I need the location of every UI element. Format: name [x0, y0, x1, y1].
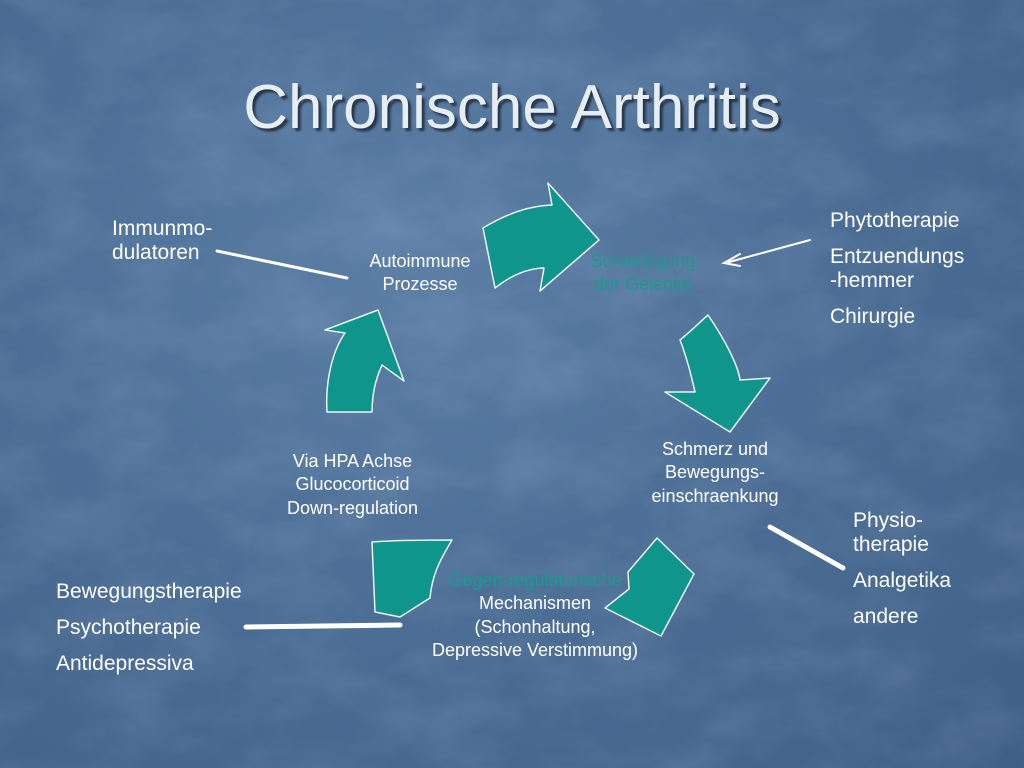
pointer-immunmodulatoren — [215, 249, 349, 280]
intervention-physiotherapie-line-2: therapie — [853, 533, 929, 557]
node-schaedigung-line-1: Schaedigung — [590, 251, 696, 271]
node-gegen-line-4: Depressive Verstimmung) — [431, 640, 639, 661]
node-autoimmune-prozesse: Autoimmune Prozesse — [335, 250, 505, 297]
node-schmerz-line-2: Bewegungs- — [664, 462, 766, 483]
cycle-arrow-to-autoimmune — [324, 309, 405, 413]
node-gegen-line-2: Mechanismen — [478, 593, 592, 614]
node-gegen-regulatorische-mechanismen: Gegen-regulatorische Mechanismen (Schonh… — [380, 569, 690, 663]
node-gegen-line-1: Gegen-regulatorische — [448, 570, 622, 590]
node-schaedigung-der-gelenke: Schaedigung der Gelenke — [558, 250, 728, 297]
intervention-list-bottom-right: Physio- therapie Analgetika andere — [853, 509, 951, 642]
node-schmerz-bewegungseinschraenkung: Schmerz und Bewegungs- einschraenkung — [620, 438, 810, 508]
node-hpa-line-1: Via HPA Achse — [292, 451, 413, 471]
node-autoimmune-line-1: Autoimmune — [369, 251, 471, 271]
node-schaedigung-line-2: der Gelenke — [593, 274, 693, 295]
intervention-list-bottom-left: Bewegungstherapie Psychotherapie Antidep… — [56, 580, 242, 688]
cycle-arrow-to-hpa — [371, 539, 453, 618]
node-hpa-achse: Via HPA Achse Glucocorticoid Down-regula… — [250, 450, 455, 520]
pointer-bewegungstherapie — [243, 622, 403, 630]
intervention-immunmodulatoren-line-1: Immunmo- — [112, 217, 213, 240]
intervention-phytotherapie: Phytotherapie — [830, 209, 960, 232]
node-hpa-line-2: Glucocorticoid — [295, 474, 410, 495]
intervention-entzuendungshemmer-line-2: -hemmer — [830, 269, 915, 293]
node-gegen-line-3: (Schonhaltung, — [474, 616, 596, 637]
intervention-entzuendungshemmer-line-1: Entzuendungs — [830, 245, 965, 269]
pointer-physiotherapie — [767, 524, 846, 571]
cycle-arrow-to-gegen — [604, 537, 695, 637]
intervention-analgetika: Analgetika — [853, 569, 952, 593]
cycle-arrows — [324, 182, 771, 637]
pointer-phytotherapie-head — [721, 253, 741, 267]
intervention-immunmodulatoren-line-2: dulatoren — [112, 241, 200, 265]
cycle-arrow-to-schmerz — [664, 314, 771, 433]
node-schmerz-line-3: einschraenkung — [651, 485, 779, 506]
intervention-list-top-left: Immunmo- dulatoren — [112, 217, 212, 265]
pointer-phytotherapie — [728, 239, 811, 263]
intervention-psychotherapie: Psychotherapie — [56, 616, 201, 640]
intervention-andere: andere — [853, 605, 919, 629]
pointer-lines — [215, 239, 846, 630]
intervention-antidepressiva: Antidepressiva — [56, 652, 194, 676]
intervention-bewegungstherapie: Bewegungstherapie — [56, 580, 242, 603]
intervention-list-top-right: Phytotherapie Entzuendungs -hemmer Chiru… — [830, 209, 964, 342]
node-autoimmune-line-2: Prozesse — [382, 274, 458, 295]
intervention-chirurgie: Chirurgie — [830, 305, 916, 329]
node-schmerz-line-1: Schmerz und — [661, 439, 769, 459]
slide-title: Chronische Arthritis — [243, 73, 781, 142]
intervention-physiotherapie-line-1: Physio- — [853, 509, 924, 532]
node-hpa-line-3: Down-regulation — [286, 497, 419, 518]
cycle-arrow-to-schaedigung — [482, 182, 600, 292]
